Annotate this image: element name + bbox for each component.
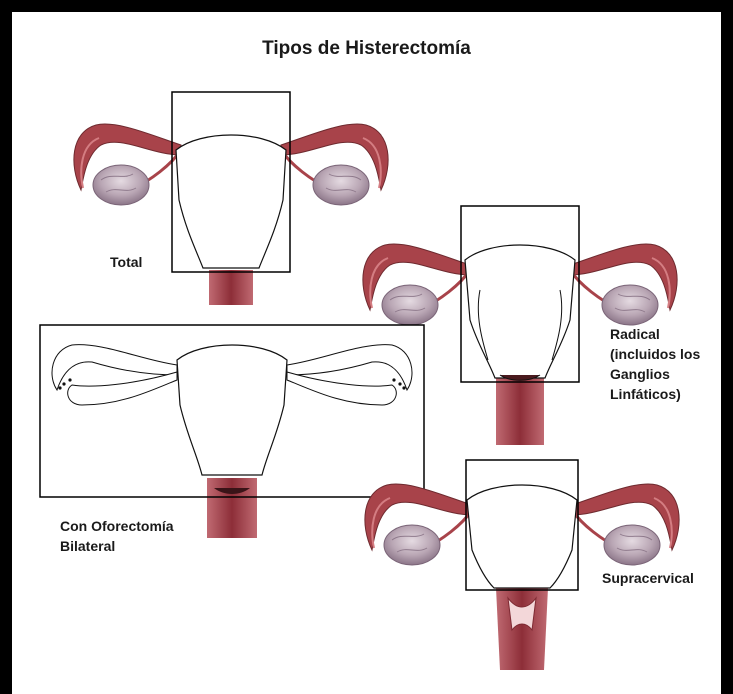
label-bilateral: Con Oforectomía Bilateral (60, 516, 174, 556)
label-radical: Radical (incluidos los Ganglios Linfátic… (610, 324, 700, 404)
label-bilateral-line-2: Bilateral (60, 536, 174, 556)
label-radical-line-3: Ganglios (610, 364, 700, 384)
label-supracervical: Supracervical (602, 568, 694, 588)
label-radical-line-2: (incluidos los (610, 344, 700, 364)
panel-total (74, 124, 388, 305)
label-radical-line-1: Radical (610, 324, 700, 344)
label-radical-line-4: Linfáticos) (610, 384, 700, 404)
label-bilateral-line-1: Con Oforectomía (60, 516, 174, 536)
label-total: Total (110, 252, 142, 272)
panel-bilateral (52, 345, 412, 538)
